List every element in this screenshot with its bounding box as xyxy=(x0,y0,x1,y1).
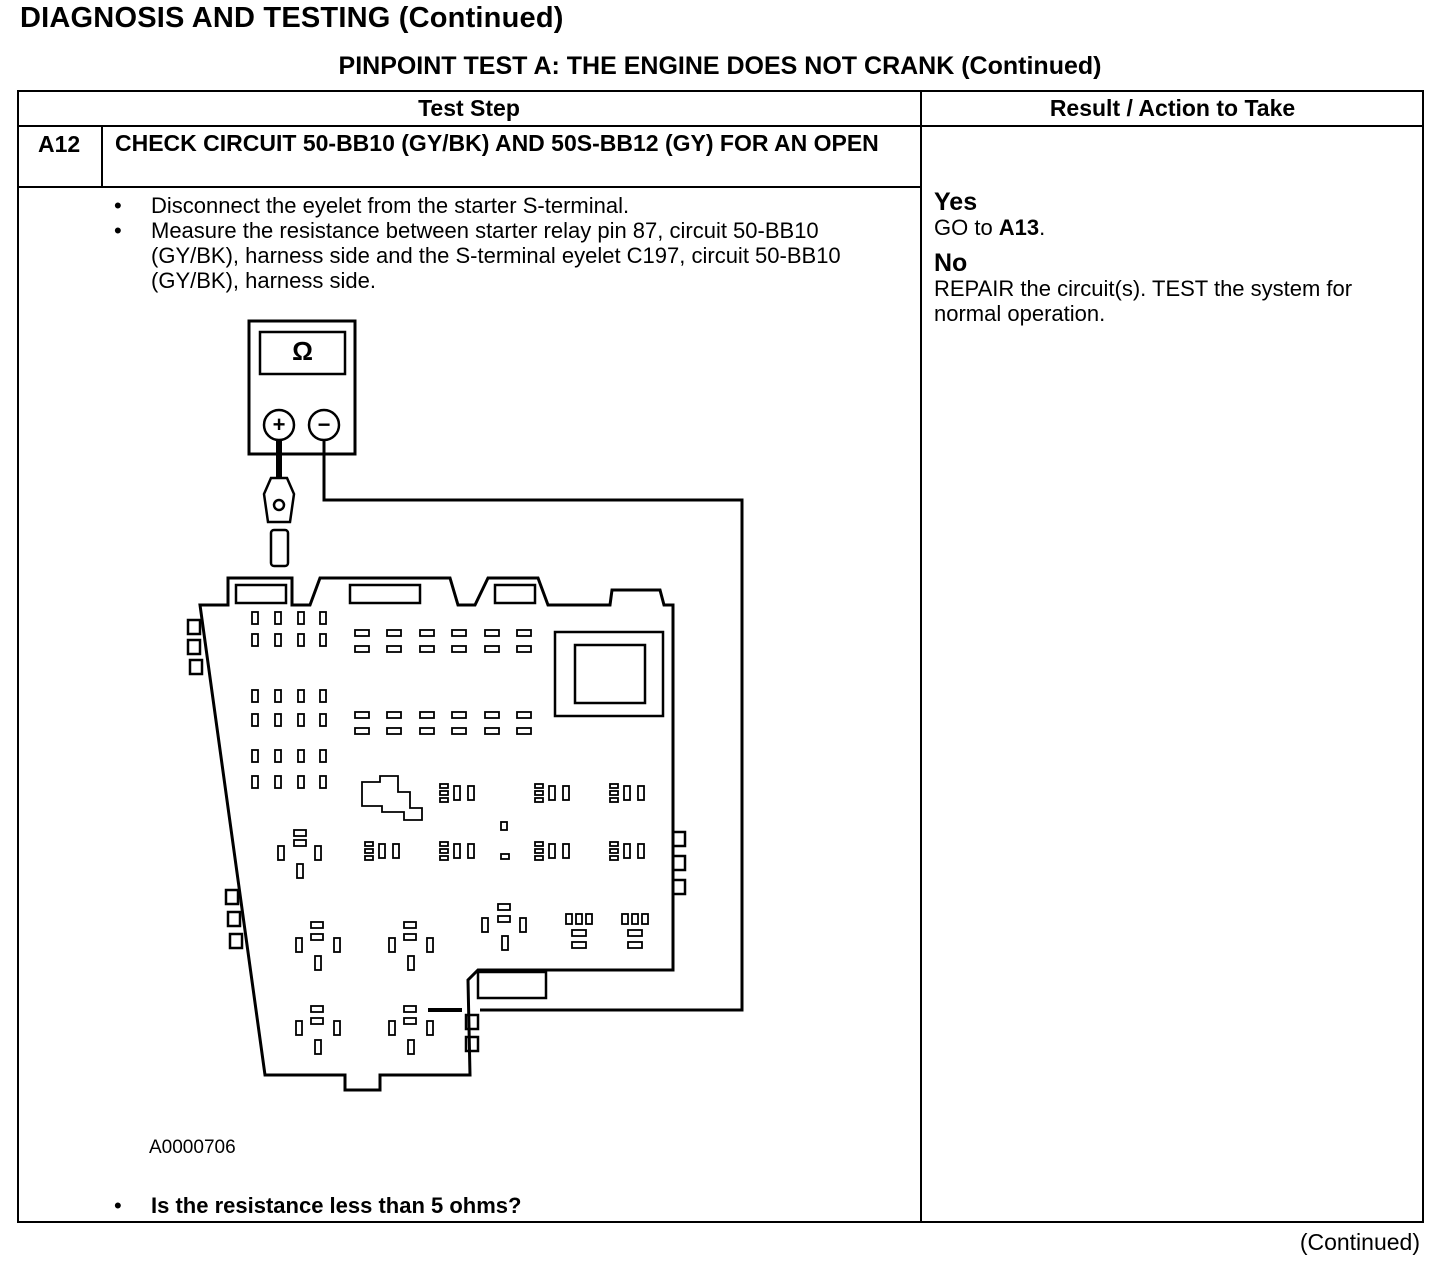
figure-id: A0000706 xyxy=(149,1137,236,1158)
header-divider xyxy=(17,125,1424,127)
instruction-list: Disconnect the eyelet from the starter S… xyxy=(112,193,902,293)
fuse-slots xyxy=(251,611,327,789)
ohmmeter-display xyxy=(258,330,347,376)
step-id: A12 xyxy=(38,131,81,157)
yes-target-step[interactable]: A13 xyxy=(998,215,1040,240)
plus-sign: + xyxy=(272,412,286,437)
result-yes: Yes GO to A13. xyxy=(934,188,1404,241)
page-heading: DIAGNOSIS AND TESTING (Continued) xyxy=(20,2,564,34)
mini-fuse-slots xyxy=(354,629,532,735)
minus-sign: − xyxy=(317,412,331,437)
instruction-item: Disconnect the eyelet from the starter S… xyxy=(112,193,902,218)
ohm-symbol: Ω xyxy=(292,336,313,366)
relay-pin-groups xyxy=(277,783,649,1055)
no-label: No xyxy=(934,249,968,277)
yes-label: Yes xyxy=(934,188,978,216)
negative-lead xyxy=(322,440,744,1012)
relay-socket xyxy=(553,630,665,718)
yes-action: GO to A13. xyxy=(934,215,1046,240)
test-title: PINPOINT TEST A: THE ENGINE DOES NOT CRA… xyxy=(338,52,1102,80)
starter-relay-cavity xyxy=(476,970,548,1000)
column-header-test-step: Test Step xyxy=(418,95,520,121)
eyelet-connector xyxy=(262,476,296,524)
continued-note: (Continued) xyxy=(1299,1229,1420,1255)
no-action: REPAIR the circuit(s). TEST the system f… xyxy=(934,276,1353,326)
result-no: No REPAIR the circuit(s). TEST the syste… xyxy=(934,249,1404,327)
step-title-divider xyxy=(17,186,921,188)
instruction-item: Measure the resistance between starter r… xyxy=(112,218,902,293)
test-table xyxy=(17,90,1424,1223)
eyelet-sleeve xyxy=(269,528,290,568)
ohmmeter-body xyxy=(247,319,357,456)
step-title: CHECK CIRCUIT 50-BB10 (GY/BK) AND 50S-BB… xyxy=(115,130,879,156)
junction-box-outline xyxy=(198,576,675,1092)
test-question: Is the resistance less than 5 ohms? xyxy=(112,1193,521,1219)
step-id-divider xyxy=(101,126,103,187)
column-divider xyxy=(920,90,922,1223)
column-header-result: Result / Action to Take xyxy=(1049,95,1296,121)
